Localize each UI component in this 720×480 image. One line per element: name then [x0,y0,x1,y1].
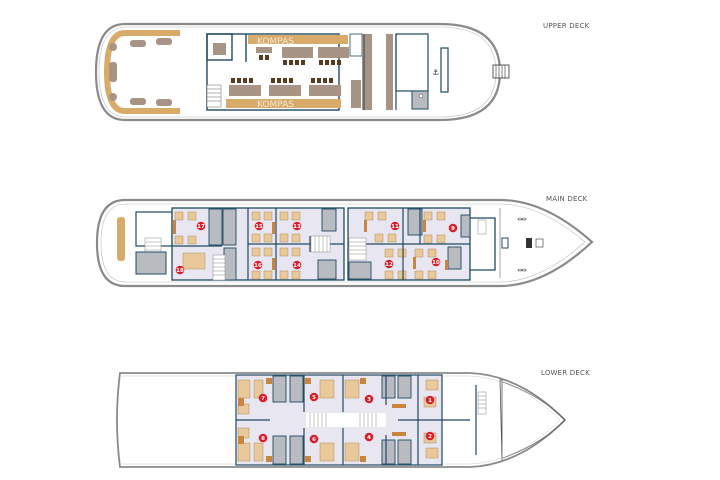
cabin-8-label: 8 [261,436,265,442]
cabin-7-badge[interactable] [258,393,268,403]
cabin-1-label: 1 [428,398,432,404]
cabin-7-label: 7 [261,396,265,402]
cabin-12-badge[interactable] [384,259,394,269]
cabin-4-badge[interactable] [364,432,374,442]
cabin-17-label: 17 [197,224,205,230]
cabin-11-badge[interactable] [390,221,400,231]
cabin-17-badge[interactable] [196,221,206,231]
lower-deck-cabin-badges: 7 8 5 6 3 4 1 2 [258,392,435,444]
cabin-3-label: 3 [367,397,371,403]
cabin-9-label: 9 [451,226,455,232]
cabin-6-label: 6 [312,437,316,443]
cabin-14-badge[interactable] [292,260,302,270]
upper-deck-label: UPPER DECK [543,22,590,30]
cabin-9-badge[interactable] [448,223,458,233]
cabin-2-badge[interactable] [425,431,435,441]
cabin-15-label: 15 [255,224,263,230]
cabin-15-badge[interactable] [254,221,264,231]
upper-deck: KOMPAS KOMPAS ⚓ [94,22,510,122]
cabin-5-badge[interactable] [309,392,319,402]
cabin-13-label: 13 [293,224,301,230]
cabin-18-label: 18 [176,268,184,274]
lower-deck-label: LOWER DECK [541,369,590,377]
main-deck: 17 18 15 16 13 14 11 12 9 10 [95,198,594,288]
cabin-10-label: 10 [432,260,440,266]
cabin-8-badge[interactable] [258,433,268,443]
cabin-1-badge[interactable] [425,395,435,405]
cabin-13-badge[interactable] [292,221,302,231]
cabin-5-label: 5 [312,395,316,401]
main-deck-label: MAIN DECK [546,195,588,203]
cabin-12-label: 12 [385,262,393,268]
cabin-11-label: 11 [391,224,399,230]
watermark-top: KOMPAS [257,37,294,47]
cabin-6-badge[interactable] [309,434,319,444]
lower-deck: 7 8 5 6 3 4 1 2 [116,372,567,468]
cabin-3-badge[interactable] [364,394,374,404]
cabin-4-label: 4 [367,435,371,441]
watermark-bottom: KOMPAS [257,100,294,110]
cabin-2-label: 2 [428,434,432,440]
cabin-14-label: 14 [293,263,301,269]
cabin-18-badge[interactable] [175,265,185,275]
main-deck-cabin-badges: 17 18 15 16 13 14 11 12 9 10 [175,221,458,275]
cabin-16-label: 16 [254,263,262,269]
cabin-10-badge[interactable] [431,257,441,267]
helm-icon: ⚓ [432,68,439,77]
cabin-16-badge[interactable] [253,260,263,270]
